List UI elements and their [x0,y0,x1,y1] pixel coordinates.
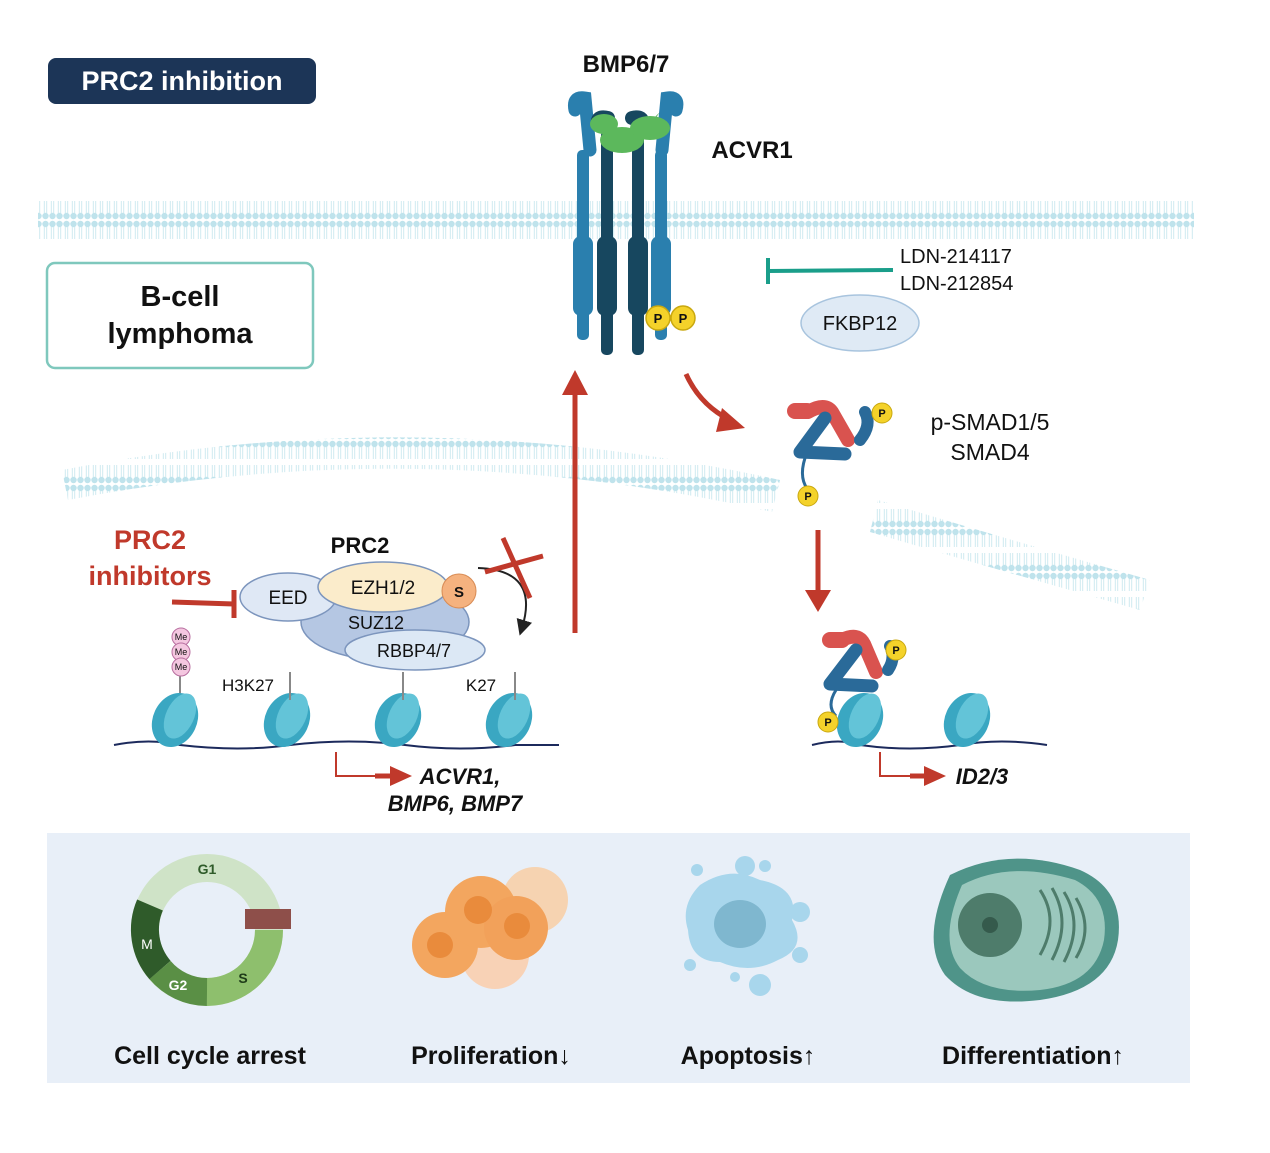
nucleosome-icon [151,692,199,748]
inhibition-bar [171,599,235,607]
cell-type-line1: B-cell [141,281,220,313]
acvr1-receptor: BMP6/7 P P [568,51,696,355]
drug1-label: LDN-214117 [900,246,1012,268]
prc2-complex: PRC2 EED EZH1/2 SUZ12 RBBP4/7 S [239,533,486,671]
phospho-label: P [878,408,885,420]
prc2-inhibition-badge: PRC2 inhibition [48,58,316,104]
fkbp12-oval [800,294,920,352]
rbbp-subunit [344,629,486,671]
eed-label: EED [268,588,307,609]
cell-type-line2: lymphoma [107,318,253,350]
phospho-label: P [892,645,899,657]
outcome-cell-cycle: Cell cycle arrest [114,1042,306,1070]
smad-complex: P P [787,400,893,507]
cell-type-box: B-cell lymphoma [45,261,315,370]
nucleosome-icon [374,692,422,748]
rbbp-label: RBBP4/7 [377,641,451,661]
methyl-label: Me [175,662,188,672]
smad-label-line1: p-SMAD1/5 [931,409,1050,435]
differentiation-icon [933,858,1119,1002]
g2-label: G2 [169,977,188,993]
apoptosis-icon [684,856,810,996]
phospho-label: P [679,311,688,326]
methyl-label: Me [175,632,188,642]
transcription-arrow-left [335,752,412,786]
inhibitors-line2: inhibitors [89,561,212,591]
prc2-title: PRC2 [331,533,390,558]
methyl-marks: Me Me Me [171,627,191,700]
phospho-label: P [654,311,663,326]
target-genes-line2: BMP6, BMP7 [388,791,524,816]
ezh-label: EZH1/2 [351,578,415,599]
outcome-apoptosis: Apoptosis↑ [681,1042,816,1070]
bound-smad-complex: P P [817,629,907,733]
blocked-cross-icon [484,536,544,600]
target-genes-line1: ACVR1, [419,764,501,789]
nucleosome-icon [263,692,311,748]
chromatin-right: P P [811,629,1048,750]
inhibitors-line1: PRC2 [114,525,186,555]
cell-cycle-icon: G1 S G2 M [130,854,291,1006]
proliferation-icon [412,867,568,989]
h3k27-label: H3K27 [222,676,274,695]
nuclear-membrane [62,437,1150,610]
transcription-arrow-right [879,752,946,786]
nucleosome-icon [485,692,533,748]
m-label: M [141,936,153,952]
phospho-icon [645,305,671,331]
id-genes-label: ID2/3 [956,764,1009,789]
nucleosome-icon [836,692,884,748]
phospho-label: P [824,717,831,729]
g1-label: G1 [198,861,217,877]
s-label: S [238,970,247,986]
nucleosome-icon [943,692,991,748]
phospho-icon [670,305,696,331]
drug2-label: LDN-212854 [900,273,1013,295]
outcome-differentiation: Differentiation↑ [942,1042,1124,1070]
methyl-label: Me [175,647,188,657]
smad-label-line2: SMAD4 [950,439,1029,465]
sam-icon [441,573,477,609]
ligand-label: BMP6/7 [583,51,670,78]
ldn-inhibitor: LDN-214117 LDN-212854 FKBP12 [766,246,1013,352]
fkbp12-label: FKBP12 [823,313,897,335]
badge-label: PRC2 inhibition [82,66,283,96]
sam-label: S [454,584,464,601]
plasma-membrane [38,196,1194,240]
receptor-label: ACVR1 [711,137,792,164]
phospho-label: P [804,491,811,503]
chromatin-left [113,672,559,750]
outcome-proliferation: Proliferation↓ [411,1042,571,1070]
suz12-label: SUZ12 [348,613,404,633]
k27-label: K27 [466,676,496,695]
